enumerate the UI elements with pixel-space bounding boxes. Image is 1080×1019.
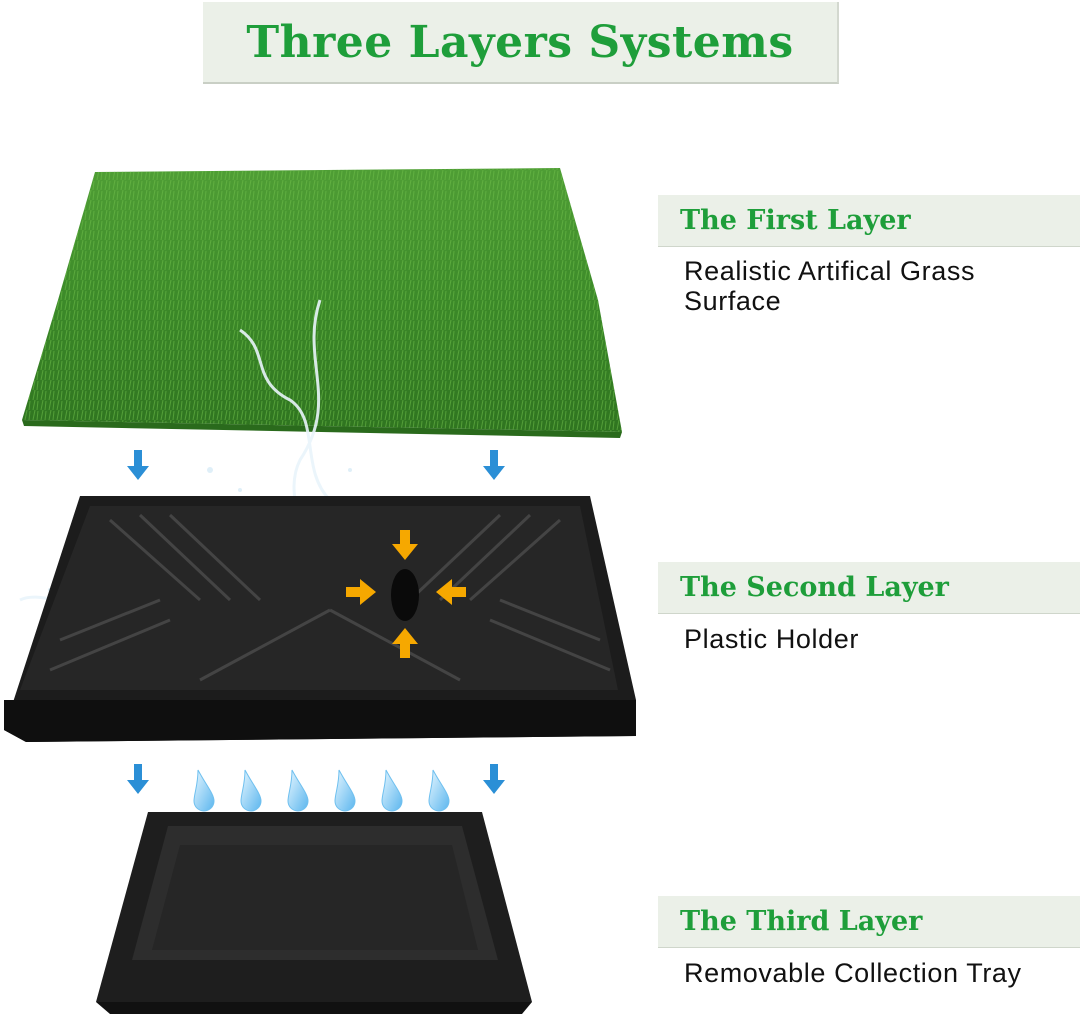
layer-3-header: The Third Layer [658,896,1080,948]
layers-illustration [4,168,636,1014]
layer-3-description: Removable Collection Tray [684,958,1022,988]
page-title: Three Layers Systems [246,16,794,68]
down-arrow-icon [127,764,505,794]
title-banner: Three Layers Systems [203,2,839,84]
plastic-holder-image [4,496,636,742]
layer-2-header: The Second Layer [658,562,1080,614]
layer-1-description: Realistic Artifical Grass Surface [684,256,976,316]
layer-2-title: The Second Layer [680,572,949,603]
layer-1-title: The First Layer [680,205,911,236]
inward-arrow-icon [346,530,466,658]
grass-mat-image [22,168,622,438]
layer-3-title: The Third Layer [680,906,923,937]
down-arrow-icon [127,450,505,480]
layer-2-description: Plastic Holder [684,624,859,654]
collection-tray-image [96,812,532,1014]
water-drop-icon [193,769,450,812]
layer-1-header: The First Layer [658,195,1080,247]
